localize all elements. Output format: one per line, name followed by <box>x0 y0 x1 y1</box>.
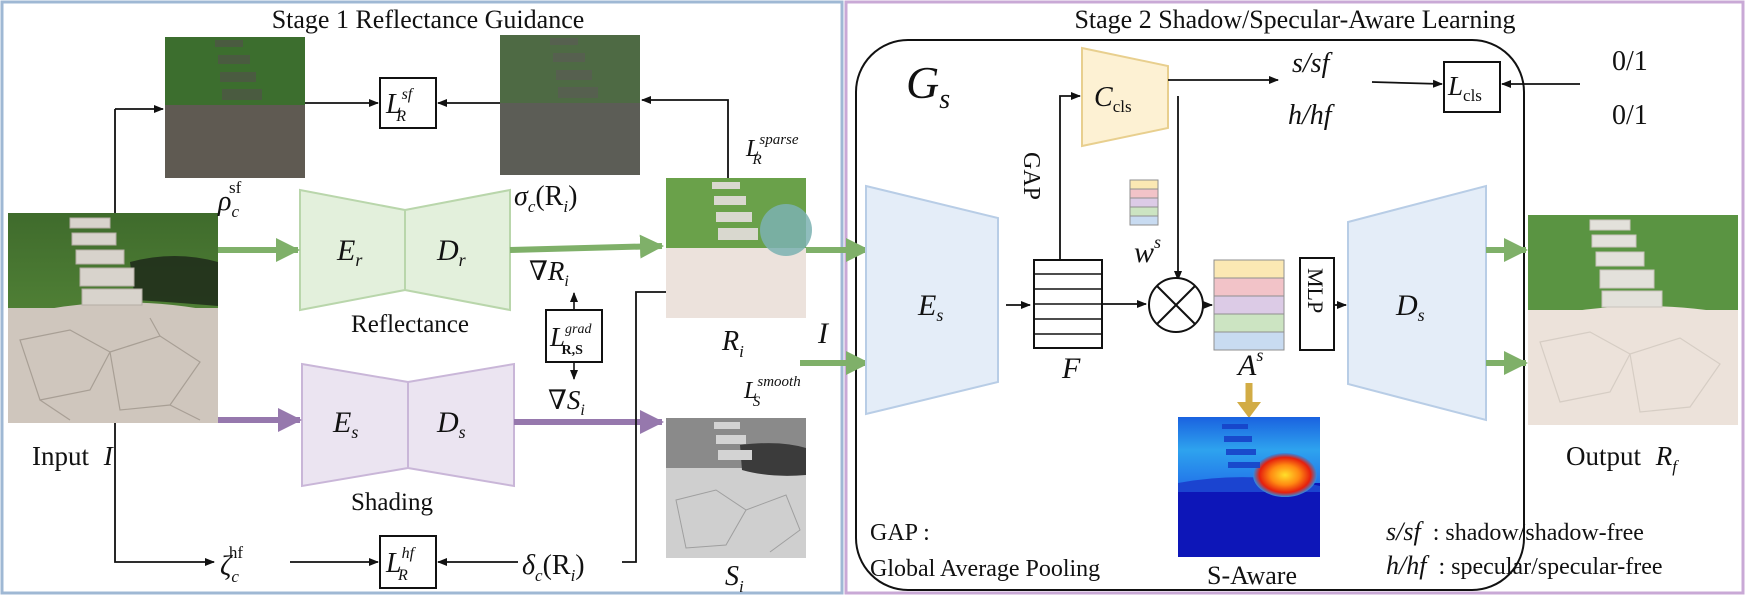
loss-hf-box <box>379 535 437 589</box>
h-hf-label: h/hf <box>1288 100 1335 131</box>
attention-as <box>1213 259 1285 351</box>
ds-label: Ds <box>1395 289 1425 325</box>
er-label: Er <box>336 234 363 270</box>
mlp-label: MLP <box>1303 268 1328 313</box>
arrow-ri-to-delta <box>622 291 666 563</box>
ri-image <box>666 178 812 318</box>
gt-label-1: 0/1 <box>1612 46 1648 77</box>
gap-vertical-label: GAP <box>1018 152 1044 200</box>
stage2-title: Stage 2 Shadow/Specular-Aware Learning <box>1074 5 1515 34</box>
decoder-ds-shading <box>407 362 515 488</box>
decoder-ds <box>1347 184 1487 422</box>
weight-ws <box>1129 179 1159 226</box>
rho-label: ρcsf <box>217 178 242 221</box>
es-label: Es <box>917 289 943 325</box>
classifier-ccls <box>1081 46 1169 148</box>
es-shading-label: Es <box>332 406 358 442</box>
loss-grad-box <box>545 309 603 363</box>
multiply-operator <box>1148 277 1204 333</box>
arrow-f-to-ccls <box>1059 92 1081 260</box>
legend-specular: h/hf : specular/specular-free <box>1386 551 1663 580</box>
encoder-es <box>865 184 999 416</box>
arrow-dr-to-ri <box>509 234 664 259</box>
delta-label: δc(Ri) <box>522 550 585 585</box>
loss-cls-box <box>1443 61 1501 113</box>
loss-cls-label: Lcls <box>1447 71 1482 105</box>
stage1-title: Stage 1 Reflectance Guidance <box>272 5 585 34</box>
decoder-dr <box>404 188 511 312</box>
gt-label-2: 0/1 <box>1612 100 1648 131</box>
arrow-input-to-zeta <box>114 423 215 566</box>
arrow-outputs-to-lcls <box>1371 79 1443 88</box>
grad-s-label: ∇Si <box>548 385 585 419</box>
ccls-label: Ccls <box>1094 82 1132 116</box>
legend-shadow: s/sf : shadow/shadow-free <box>1386 517 1644 546</box>
f-label: F <box>1061 352 1081 385</box>
si-label: Si <box>725 561 744 596</box>
mlp-box <box>1299 257 1335 351</box>
input-label: Input I <box>32 441 115 471</box>
loss-sf-box <box>379 77 437 129</box>
ri-label: Ri <box>721 326 744 361</box>
gap-definition: Global Average Pooling <box>870 556 1100 582</box>
zeta-label: ζchf <box>220 543 243 586</box>
rho-image <box>165 37 305 178</box>
stage1-frame <box>0 0 844 595</box>
feature-f <box>1033 259 1103 349</box>
input-image <box>8 213 218 423</box>
shading-label: Shading <box>351 489 433 516</box>
output-image <box>1528 215 1738 425</box>
sigma-label: σc(Ri) <box>514 181 577 216</box>
ws-label: ws <box>1134 232 1161 269</box>
dr-label: Dr <box>436 234 467 270</box>
i-label: I <box>817 317 830 350</box>
stage2-frame <box>844 0 1745 595</box>
si-image <box>666 418 806 558</box>
gs-container <box>855 39 1525 591</box>
arrow-as-to-saware-head <box>1237 402 1261 418</box>
reflectance-label: Reflectance <box>351 311 469 338</box>
s-sf-label: s/sf <box>1292 48 1333 79</box>
as-label: As <box>1236 345 1263 382</box>
saware-label: S-Aware <box>1207 561 1297 590</box>
grad-r-label: ∇Ri <box>529 256 569 290</box>
gs-label: Gs <box>906 57 950 115</box>
saware-heatmap <box>1178 417 1320 557</box>
ds-shading-label: Ds <box>436 406 466 442</box>
gap-title: GAP : <box>870 520 930 546</box>
output-label: Output Rf <box>1566 441 1679 476</box>
arrow-ri-to-sigma <box>641 96 729 178</box>
sigma-image <box>500 35 640 175</box>
